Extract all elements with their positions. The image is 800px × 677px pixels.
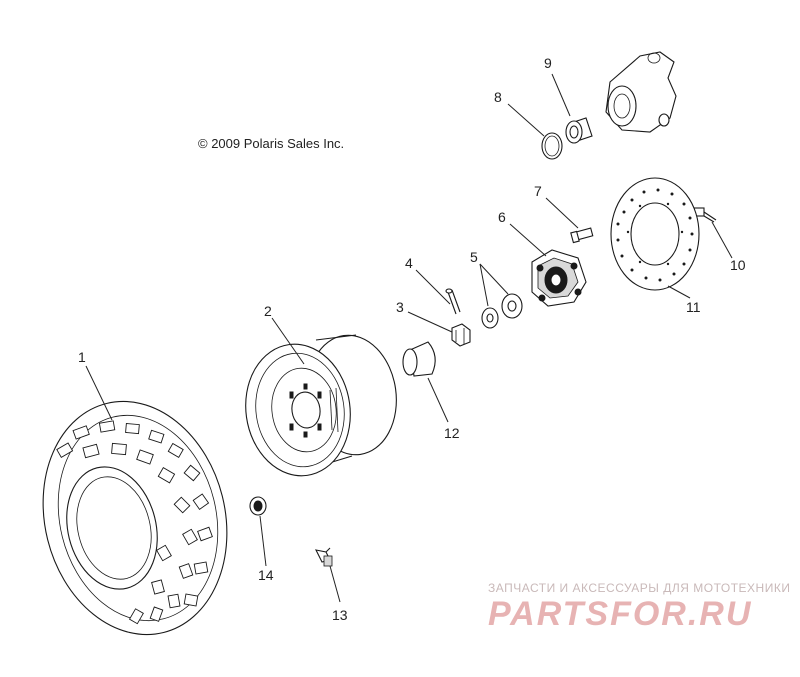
callout-11: 11 <box>686 299 701 315</box>
steering-knuckle-part <box>605 51 677 133</box>
callout-13: 13 <box>332 607 348 623</box>
callout-2: 2 <box>264 303 272 319</box>
tire-part <box>42 400 228 636</box>
callout-5: 5 <box>470 249 478 265</box>
castle-nut-part <box>451 323 471 347</box>
callout-labels: 1 2 3 4 5 6 7 8 9 10 11 12 13 14 <box>78 55 746 623</box>
wheel-hub-part <box>531 249 587 307</box>
callout-3: 3 <box>396 299 404 315</box>
callout-12: 12 <box>444 425 460 441</box>
washers-part <box>481 293 523 329</box>
callout-10: 10 <box>730 257 746 273</box>
callout-4: 4 <box>405 255 413 271</box>
cotter-pin-part <box>445 288 461 315</box>
snap-ring-part <box>541 132 563 160</box>
callout-1: 1 <box>78 349 86 365</box>
wheel-stud-part <box>570 227 594 244</box>
valve-stem-part <box>315 547 333 567</box>
dust-cap-part <box>402 341 436 377</box>
lug-nut-part <box>249 496 267 516</box>
callout-8: 8 <box>494 89 502 105</box>
callout-7: 7 <box>534 183 542 199</box>
leader-lines <box>85 73 733 603</box>
copyright-text: © 2009 Polaris Sales Inc. <box>198 136 344 151</box>
wheel-rim-part <box>245 334 397 477</box>
callout-14: 14 <box>258 567 274 583</box>
callout-6: 6 <box>498 209 506 225</box>
watermark-tagline: ЗАПЧАСТИ И АКСЕССУАРЫ ДЛЯ МОТОТЕХНИКИ <box>488 581 790 595</box>
callout-9: 9 <box>544 55 552 71</box>
bearing-part <box>565 117 593 144</box>
disc-bolt-part <box>693 207 717 223</box>
brake-disc-part <box>610 177 700 291</box>
watermark-brand: PARTSFOR.RU <box>488 595 752 633</box>
